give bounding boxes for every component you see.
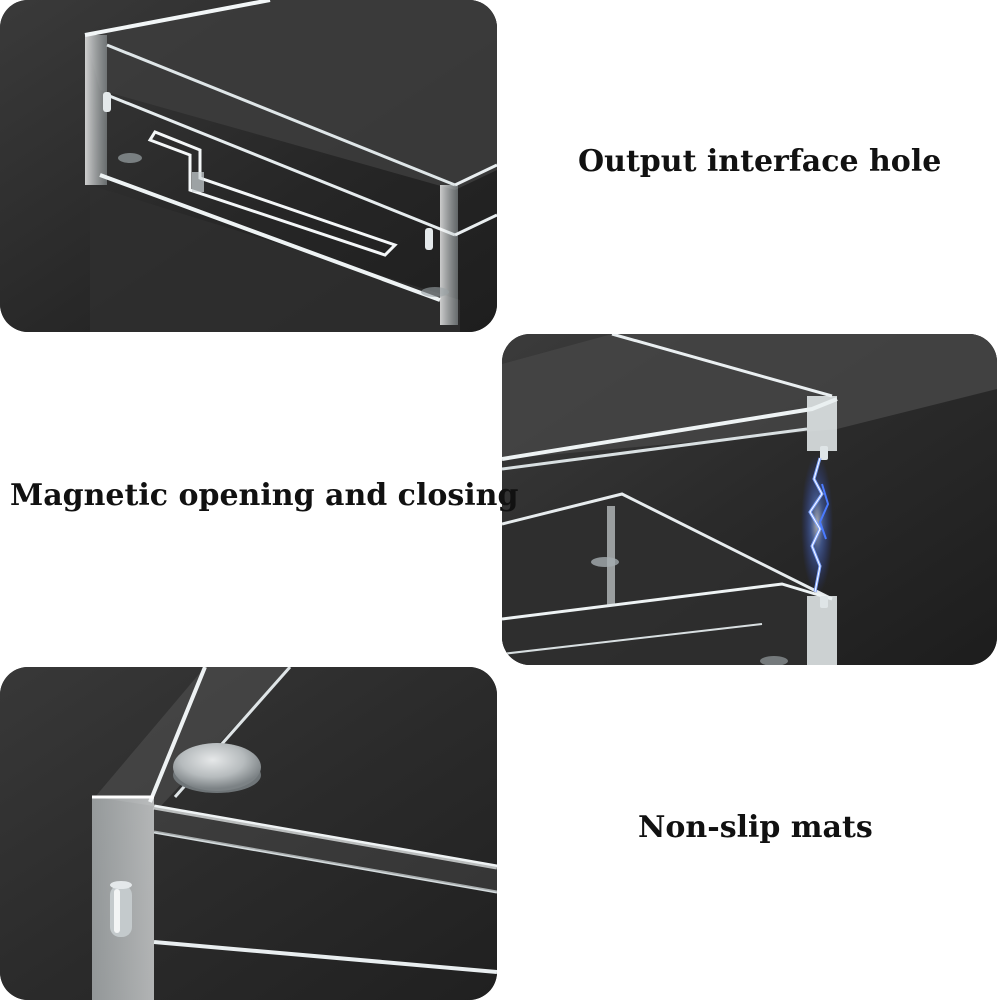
non-slip-mats-photo bbox=[0, 667, 497, 1000]
output-interface-hole-caption: Output interface hole bbox=[578, 144, 942, 179]
magnetic-opening-caption: Magnetic opening and closing bbox=[10, 478, 519, 513]
non-slip-mats-caption: Non-slip mats bbox=[638, 810, 873, 845]
magnetic-opening-photo bbox=[502, 334, 997, 665]
output-interface-hole-photo bbox=[0, 0, 497, 332]
